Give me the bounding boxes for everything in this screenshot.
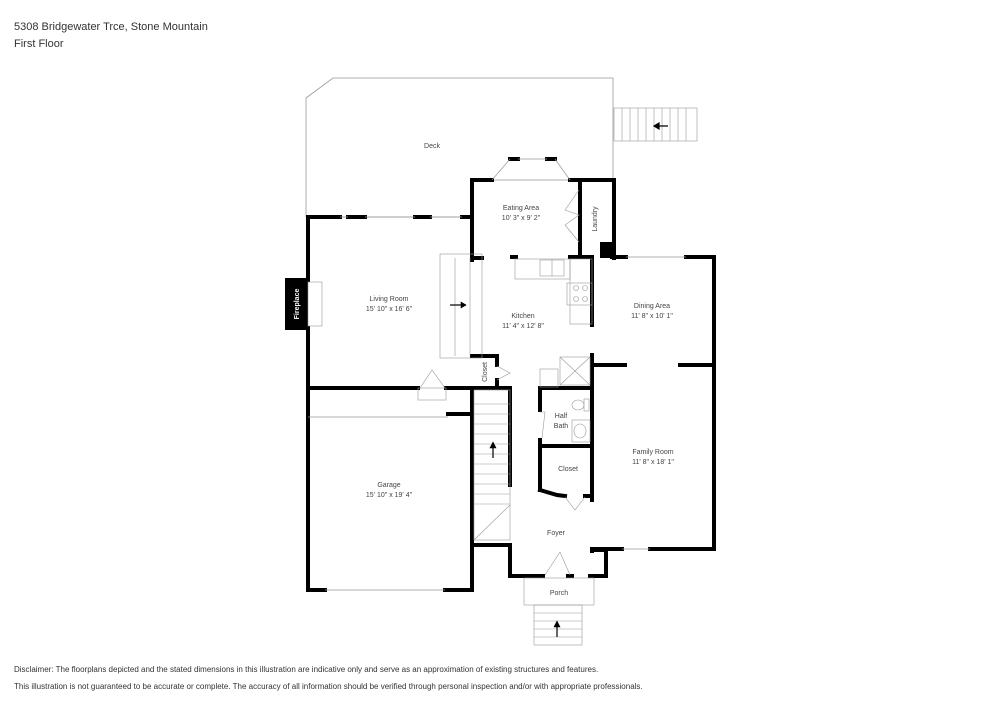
disclaimer-line-2: This illustration is not guaranteed to b… xyxy=(14,682,643,691)
laundry-door xyxy=(564,189,580,243)
family-room-label: Family Room xyxy=(632,449,673,456)
family-room-dims: 11' 8" x 18' 1" xyxy=(632,459,674,466)
arrow-right-icon xyxy=(460,301,467,309)
address-title: 5308 Bridgewater Trce, Stone Mountain xyxy=(14,21,208,33)
bath-fixtures xyxy=(539,356,591,443)
deck: Deck xyxy=(305,77,614,218)
half-bath-label-1: Half xyxy=(555,413,568,420)
closet-foyer-label: Closet xyxy=(558,466,578,473)
arrow-left-icon xyxy=(652,121,668,131)
sink-icon xyxy=(571,419,591,443)
toilet-icon xyxy=(571,399,585,411)
fireplace-label: Fireplace xyxy=(294,289,301,320)
kitchen-label: Kitchen xyxy=(511,313,534,320)
porch-label: Porch xyxy=(550,590,568,597)
living-room-label: Living Room xyxy=(370,296,409,303)
laundry-label: Laundry xyxy=(592,206,599,232)
arrow-up-icon xyxy=(489,441,497,449)
garage-label: Garage xyxy=(377,482,400,489)
porch xyxy=(523,577,595,646)
living-stairs xyxy=(439,253,483,359)
windows xyxy=(308,158,686,591)
foyer-label: Foyer xyxy=(547,530,566,537)
half-bath-label-2: Bath xyxy=(554,423,569,430)
fireplace: Fireplace xyxy=(285,278,323,330)
main-stairs xyxy=(473,389,511,541)
living-room-dims: 15' 10" x 16' 6" xyxy=(366,306,413,313)
arrow-up-icon xyxy=(553,620,561,628)
eating-area-label: Eating Area xyxy=(503,205,539,212)
shower-icon xyxy=(559,356,591,386)
dining-area-label: Dining Area xyxy=(634,303,670,310)
floor-label: First Floor xyxy=(14,38,64,50)
kitchen-counters xyxy=(514,258,593,325)
doors xyxy=(417,365,586,576)
garage-dims: 15' 10" x 19' 4" xyxy=(366,492,413,499)
kitchen-dims: 11' 4" x 12' 8" xyxy=(502,323,544,330)
disclaimer-line-1: Disclaimer: The floorplans depicted and … xyxy=(14,665,599,674)
deck-stairs xyxy=(613,107,698,142)
eating-area-dims: 10' 3" x 9' 2" xyxy=(502,215,541,222)
closet-small-label: Closet xyxy=(482,362,489,382)
walls xyxy=(306,157,716,592)
dining-area-dims: 11' 8" x 10' 1" xyxy=(631,313,673,320)
stove-icon xyxy=(566,282,593,306)
deck-label: Deck xyxy=(424,143,440,150)
